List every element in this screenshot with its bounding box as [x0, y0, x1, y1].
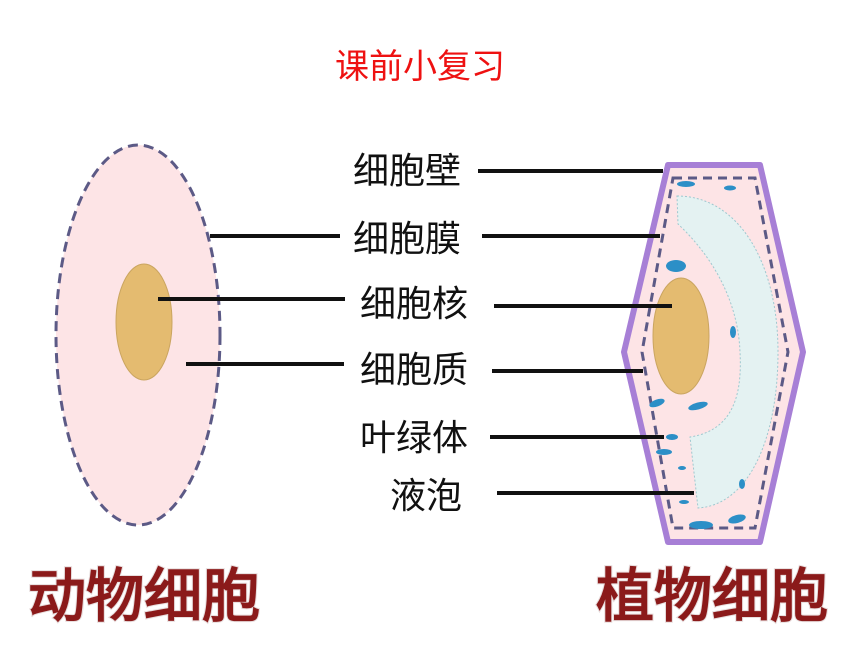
caption-animal-cell: 动物细胞: [28, 562, 260, 630]
chloroplast: [739, 479, 745, 489]
plant-cell-membrane: [640, 176, 790, 530]
chloroplast: [730, 326, 736, 338]
chloroplasts: [649, 181, 746, 529]
caption-plant-cell: 植物细胞: [596, 562, 828, 630]
plant-cell-nucleus: [652, 277, 710, 395]
chloroplast: [728, 514, 746, 524]
chloroplast: [688, 401, 708, 411]
label-cell-wall: 细胞壁: [353, 151, 461, 192]
chloroplast: [677, 181, 695, 187]
structure-labels: 细胞壁 细胞膜 细胞核 细胞质 叶绿体 液泡: [353, 151, 468, 517]
chloroplast: [649, 398, 665, 408]
animal-cell: [54, 143, 222, 527]
label-cytoplasm: 细胞质: [360, 350, 468, 391]
page-title: 课前小复习: [335, 47, 505, 87]
plant-cell: [621, 162, 806, 545]
label-nucleus: 细胞核: [360, 284, 468, 325]
chloroplast: [724, 185, 736, 191]
animal-cell-nucleus: [115, 263, 173, 381]
label-cell-membrane: 细胞膜: [353, 219, 461, 260]
chloroplast: [678, 466, 686, 470]
leader-lines: [158, 169, 694, 495]
chloroplast: [689, 521, 713, 529]
chloroplast: [666, 260, 686, 272]
label-vacuole: 液泡: [390, 476, 462, 517]
plant-cell-vacuole: [676, 195, 779, 509]
chloroplast: [679, 500, 689, 504]
chloroplast: [656, 449, 672, 455]
chloroplast: [666, 434, 678, 440]
label-chloroplast: 叶绿体: [360, 418, 468, 459]
